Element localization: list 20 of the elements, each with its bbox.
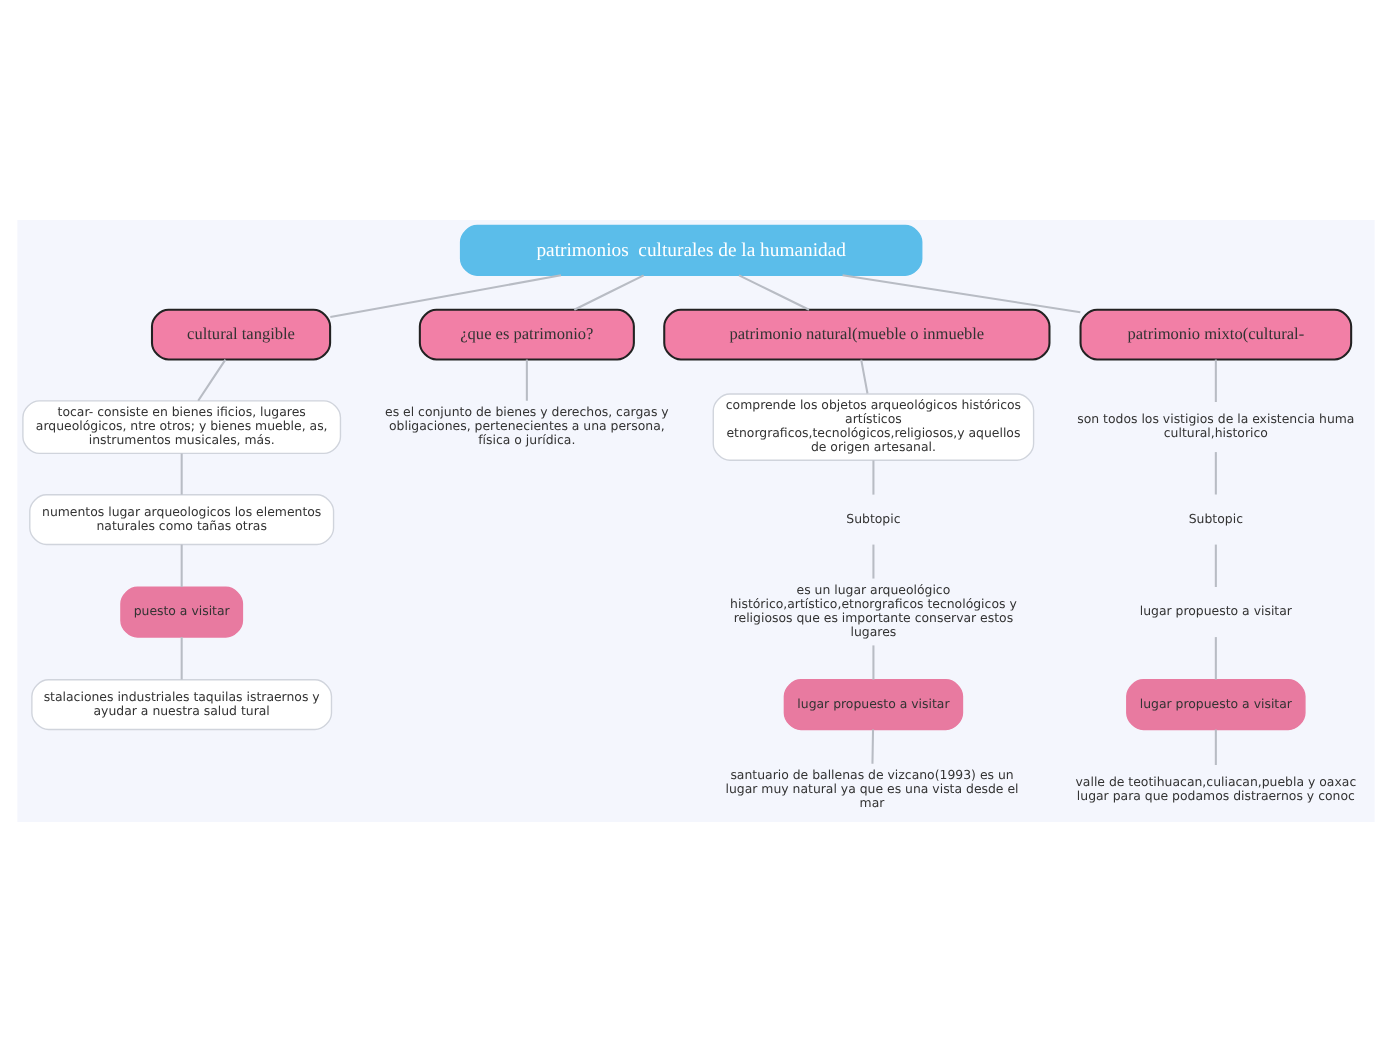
- node-box: patrimonios culturales de la humanidad: [459, 223, 923, 275]
- connector: [180, 452, 183, 494]
- connector: [525, 358, 528, 400]
- connector: [1214, 451, 1217, 494]
- connector: [1214, 636, 1217, 679]
- connector: [872, 644, 875, 679]
- connector: [1214, 728, 1217, 764]
- connector: [573, 273, 645, 310]
- connector: [738, 273, 810, 310]
- connector: [860, 358, 869, 393]
- connector: [330, 273, 562, 318]
- connector: [872, 543, 875, 578]
- connector: [842, 273, 1081, 313]
- connector: [872, 459, 875, 494]
- connector: [1214, 543, 1217, 586]
- connector: [180, 543, 183, 586]
- connector: [197, 358, 227, 401]
- connector: [1214, 358, 1217, 401]
- connector: [871, 728, 875, 763]
- connector: [180, 636, 183, 679]
